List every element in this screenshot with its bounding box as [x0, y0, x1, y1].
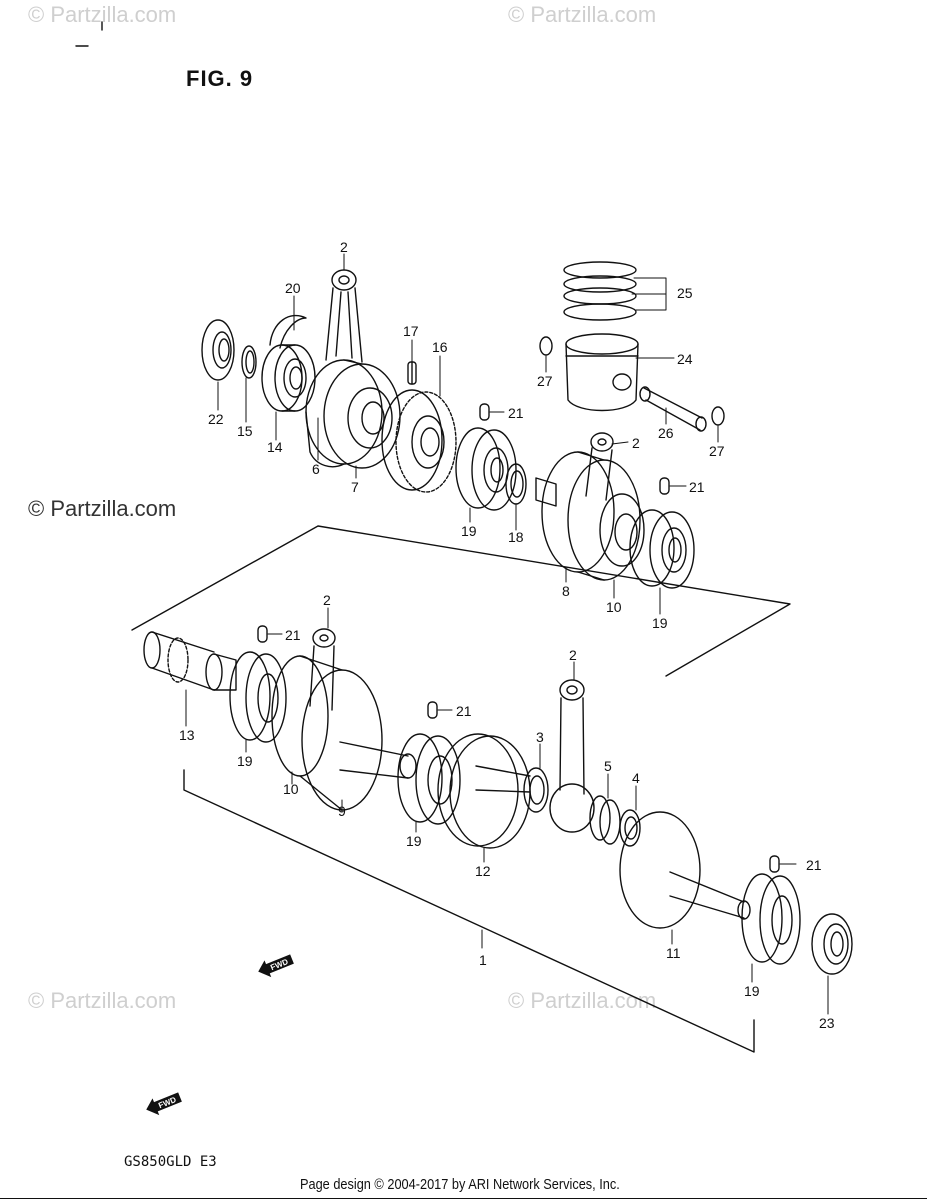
leader-lines	[185, 253, 829, 1015]
oil-seal-23	[811, 913, 853, 975]
callout-9: 9	[338, 803, 346, 819]
circlip-27-left	[539, 336, 553, 356]
crank-web-12	[437, 733, 531, 849]
callout-17: 17	[403, 323, 419, 339]
circlip-15	[241, 345, 257, 379]
key-17	[407, 361, 417, 385]
fwd-arrow-upper: FWD	[258, 954, 294, 978]
callout-11: 11	[666, 945, 681, 961]
model-code: GS850GLD E3	[124, 1154, 217, 1170]
callout-20: 20	[285, 280, 301, 296]
callout-19: 19	[237, 753, 253, 769]
bearing-14	[261, 344, 316, 412]
watermark-bottom-left: © Partzilla.com	[28, 988, 177, 1013]
bearing-19-upper-right	[629, 509, 695, 589]
callout-19: 19	[744, 983, 760, 999]
bearing-19-upper	[455, 427, 517, 511]
callout-21: 21	[806, 857, 822, 873]
callout-4: 4	[632, 770, 640, 786]
oil-seal-22	[201, 319, 235, 381]
bearing-19-lower-right	[741, 873, 801, 965]
watermark-bottom-right: © Partzilla.com	[508, 988, 657, 1013]
callout-16: 16	[432, 339, 448, 355]
callout-26: 26	[658, 425, 674, 441]
washer-4	[619, 809, 641, 847]
bearing-19-lower-mid	[397, 733, 461, 825]
callout-25: 25	[677, 285, 693, 301]
dowel-pin-21-upper	[479, 403, 490, 421]
circlip-27-right	[711, 406, 725, 426]
subassembly-frame	[131, 525, 791, 677]
callout-21: 21	[689, 479, 705, 495]
callout-2: 2	[323, 592, 331, 608]
callout-22: 22	[208, 411, 224, 427]
callout-21: 21	[508, 405, 524, 421]
dowel-pin-21-lower-mid	[427, 701, 438, 719]
primary-gear-16	[381, 389, 457, 493]
figure-title: FIG. 9	[186, 66, 254, 91]
callout-23: 23	[819, 1015, 835, 1031]
piston-pin-26	[639, 386, 707, 432]
crankshaft-end-13	[143, 631, 237, 691]
fwd-arrow-lower: FWD	[146, 1092, 182, 1116]
callout-5: 5	[604, 758, 612, 774]
callout-27: 27	[709, 443, 725, 459]
piston-24	[565, 333, 639, 412]
page-footer: Page design © 2004-2017 by ARI Network S…	[300, 1176, 620, 1193]
callout-2: 2	[569, 647, 577, 663]
callout-2: 2	[340, 239, 348, 255]
callout-19: 19	[461, 523, 477, 539]
needle-bearing-5	[589, 795, 621, 845]
crank-web-8-10	[535, 451, 645, 581]
callout-10: 10	[606, 599, 622, 615]
dowel-pin-21-upper-right	[659, 477, 670, 495]
callout-2: 2	[632, 435, 640, 451]
callout-19: 19	[652, 615, 668, 631]
piston-rings-25	[563, 261, 637, 321]
fwd-label: FWD	[157, 1095, 177, 1110]
callout-3: 3	[536, 729, 544, 745]
connecting-rod-upper-right	[585, 432, 614, 501]
crank-web-6-7	[305, 359, 401, 469]
connecting-rod-upper-left	[325, 269, 363, 363]
bearing-half-ring-20	[269, 314, 307, 349]
watermark-top-right: © Partzilla.com	[508, 2, 657, 27]
dowel-pin-21-lower-left	[257, 625, 268, 643]
callout-19: 19	[406, 833, 422, 849]
callout-18: 18	[508, 529, 524, 545]
callout-27: 27	[537, 373, 553, 389]
connecting-rod-lower-left	[309, 628, 336, 711]
thrust-washer-3	[523, 767, 549, 813]
crank-end-11	[619, 811, 751, 929]
watermark-mid-left: © Partzilla.com	[28, 496, 177, 521]
callout-8: 8	[562, 583, 570, 599]
callout-6: 6	[312, 461, 320, 477]
callout-21: 21	[456, 703, 472, 719]
callout-12: 12	[475, 863, 491, 879]
callout-1: 1	[479, 952, 487, 968]
callout-21: 21	[285, 627, 301, 643]
connecting-rod-lower-right	[549, 679, 595, 833]
fwd-label: FWD	[269, 957, 289, 972]
callout-7: 7	[351, 479, 359, 495]
callout-15: 15	[237, 423, 253, 439]
dowel-pin-21-lower-right	[769, 855, 780, 873]
bearing-19-lower-left	[229, 651, 287, 743]
footer-divider	[0, 1198, 927, 1199]
callout-10: 10	[283, 781, 299, 797]
assembly-bracket-1	[183, 769, 755, 1053]
callout-14: 14	[267, 439, 283, 455]
callout-24: 24	[677, 351, 693, 367]
callout-13: 13	[179, 727, 195, 743]
